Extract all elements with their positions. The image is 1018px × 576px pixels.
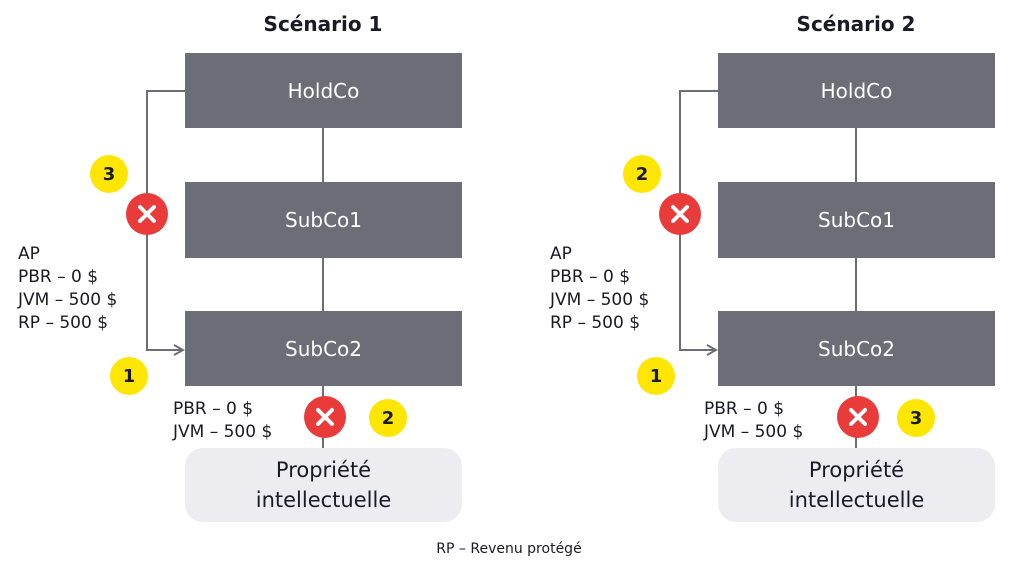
ip-label-jvm: JVM – 500 $ (704, 422, 804, 442)
ip-label-pbr: PBR – 0 $ (173, 399, 254, 419)
transfer-label-jvm: JVM – 500 $ (18, 290, 118, 310)
transfer-label-rp: RP – 500 $ (18, 313, 109, 333)
holdco-box: HoldCo (185, 53, 462, 128)
ip-box: Propriété intellectuelle (185, 448, 462, 522)
ip-label-line2: intellectuelle (255, 488, 392, 512)
subco1-box: SubCo1 (185, 182, 462, 258)
transfer-label-rp: RP – 500 $ (550, 313, 641, 333)
step-badge-side: 1 (110, 357, 148, 395)
ip-transfer-details: PBR – 0 $ JVM – 500 $ (173, 398, 272, 444)
step-badge-side: 1 (637, 357, 675, 395)
transfer-label-ap: AP (18, 244, 40, 264)
subco2-box: SubCo2 (718, 311, 995, 386)
ip-box: Propriété intellectuelle (718, 448, 995, 522)
transfer-label-pbr: PBR – 0 $ (550, 267, 631, 287)
transfer-details: AP PBR – 0 $ JVM – 500 $ RP – 500 $ (18, 243, 117, 335)
transfer-label-jvm: JVM – 500 $ (550, 290, 650, 310)
footnote: RP – Revenu protégé (436, 541, 582, 557)
transfer-label-pbr: PBR – 0 $ (18, 267, 99, 287)
subco1-box: SubCo1 (718, 182, 995, 258)
ip-label-line1: Propriété (275, 458, 372, 482)
blocked-x-icon (126, 193, 168, 235)
ip-label-pbr: PBR – 0 $ (704, 399, 785, 419)
scenario-title: Scénario 2 (796, 12, 916, 36)
ip-label-line2: intellectuelle (788, 488, 925, 512)
ip-label-jvm: JVM – 500 $ (173, 422, 273, 442)
step-badge-bottom: 2 (369, 399, 407, 437)
step-badge-top: 3 (90, 155, 128, 193)
blocked-x-icon (304, 396, 346, 438)
step-badge-top: 2 (623, 155, 661, 193)
holdco-box: HoldCo (718, 53, 995, 128)
ip-label-line1: Propriété (808, 458, 905, 482)
blocked-x-icon (837, 396, 879, 438)
ip-transfer-details: PBR – 0 $ JVM – 500 $ (704, 398, 803, 444)
transfer-label-ap: AP (550, 244, 572, 264)
blocked-x-icon (659, 193, 701, 235)
scenario-title: Scénario 1 (263, 12, 383, 36)
step-badge-bottom: 3 (897, 399, 935, 437)
transfer-details: AP PBR – 0 $ JVM – 500 $ RP – 500 $ (550, 243, 649, 335)
subco2-box: SubCo2 (185, 311, 462, 386)
